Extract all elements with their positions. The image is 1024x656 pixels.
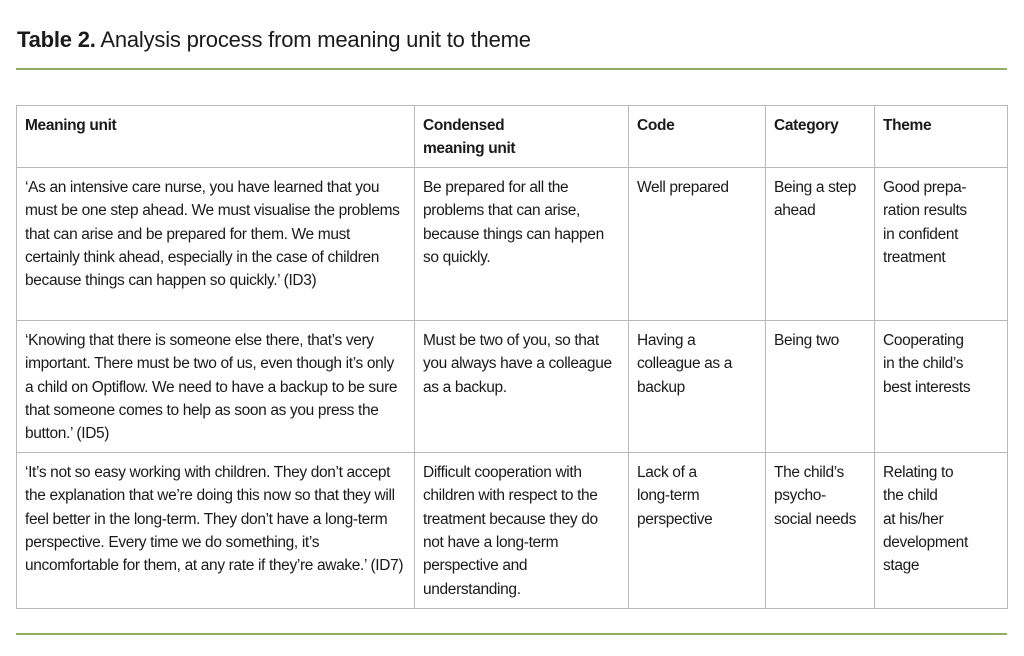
cell-code: Having a colleague as a backup: [628, 319, 766, 453]
header-label: Code: [637, 117, 675, 134]
code-text: Having a colleague as a backup: [637, 331, 733, 396]
theme-text: Good prepa- ration results in confident …: [883, 178, 967, 267]
header-theme: Theme: [874, 105, 1008, 168]
cell-condensed: Difficult cooperation with children with…: [414, 451, 629, 609]
header-condensed-meaning-unit: Condensed meaning unit: [414, 105, 629, 168]
condensed-text: Difficult cooperation with children with…: [423, 463, 598, 598]
cell-code: Lack of a long-term perspective: [628, 451, 766, 609]
meaning-unit-text: ‘Knowing that there is someone else ther…: [25, 331, 398, 443]
condensed-text: Be prepared for all the problems that ca…: [423, 178, 604, 267]
table-caption: Table 2. Analysis process from meaning u…: [17, 26, 531, 54]
code-text: Lack of a long-term perspective: [637, 463, 713, 528]
cell-condensed: Must be two of you, so that you always h…: [414, 319, 629, 453]
table-caption-label: Table 2.: [17, 27, 96, 52]
meaning-unit-text: ‘It’s not so easy working with children.…: [25, 463, 404, 575]
cell-theme: Cooperating in the child’s best interest…: [874, 319, 1008, 453]
header-label: Meaning unit: [25, 117, 117, 134]
header-code: Code: [628, 105, 766, 168]
meaning-unit-text: ‘As an intensive care nurse, you have le…: [25, 178, 400, 290]
table-row: ‘Knowing that there is someone else ther…: [16, 319, 1008, 453]
condensed-text: Must be two of you, so that you always h…: [423, 331, 612, 396]
top-divider: [16, 68, 1007, 70]
cell-category: Being two: [765, 319, 875, 453]
table-caption-text: Analysis process from meaning unit to th…: [95, 27, 531, 52]
cell-meaning-unit: ‘As an intensive care nurse, you have le…: [16, 166, 415, 321]
header-meaning-unit: Meaning unit: [16, 105, 415, 168]
category-text: Being two: [774, 331, 839, 349]
cell-theme: Good prepa- ration results in confident …: [874, 166, 1008, 321]
cell-code: Well prepared: [628, 166, 766, 321]
table-row: ‘As an intensive care nurse, you have le…: [16, 166, 1008, 321]
header-label: Theme: [883, 117, 932, 134]
theme-text: Cooperating in the child’s best interest…: [883, 331, 971, 396]
table-row: ‘It’s not so easy working with children.…: [16, 451, 1008, 609]
category-text: Being a step ahead: [774, 178, 856, 220]
header-category: Category: [765, 105, 875, 168]
cell-category: The child’s psycho- social needs: [765, 451, 875, 609]
cell-condensed: Be prepared for all the problems that ca…: [414, 166, 629, 321]
header-label: Condensed meaning unit: [423, 117, 516, 158]
cell-meaning-unit: ‘Knowing that there is someone else ther…: [16, 319, 415, 453]
cell-meaning-unit: ‘It’s not so easy working with children.…: [16, 451, 415, 609]
theme-text: Relating to the child at his/her develop…: [883, 463, 968, 575]
header-label: Category: [774, 117, 839, 134]
category-text: The child’s psycho- social needs: [774, 463, 856, 528]
cell-category: Being a step ahead: [765, 166, 875, 321]
cell-theme: Relating to the child at his/her develop…: [874, 451, 1008, 609]
code-text: Well prepared: [637, 178, 729, 196]
analysis-table: Meaning unit Condensed meaning unit Code…: [16, 105, 1008, 609]
bottom-divider: [16, 633, 1007, 635]
table-header-row: Meaning unit Condensed meaning unit Code…: [16, 105, 1008, 168]
